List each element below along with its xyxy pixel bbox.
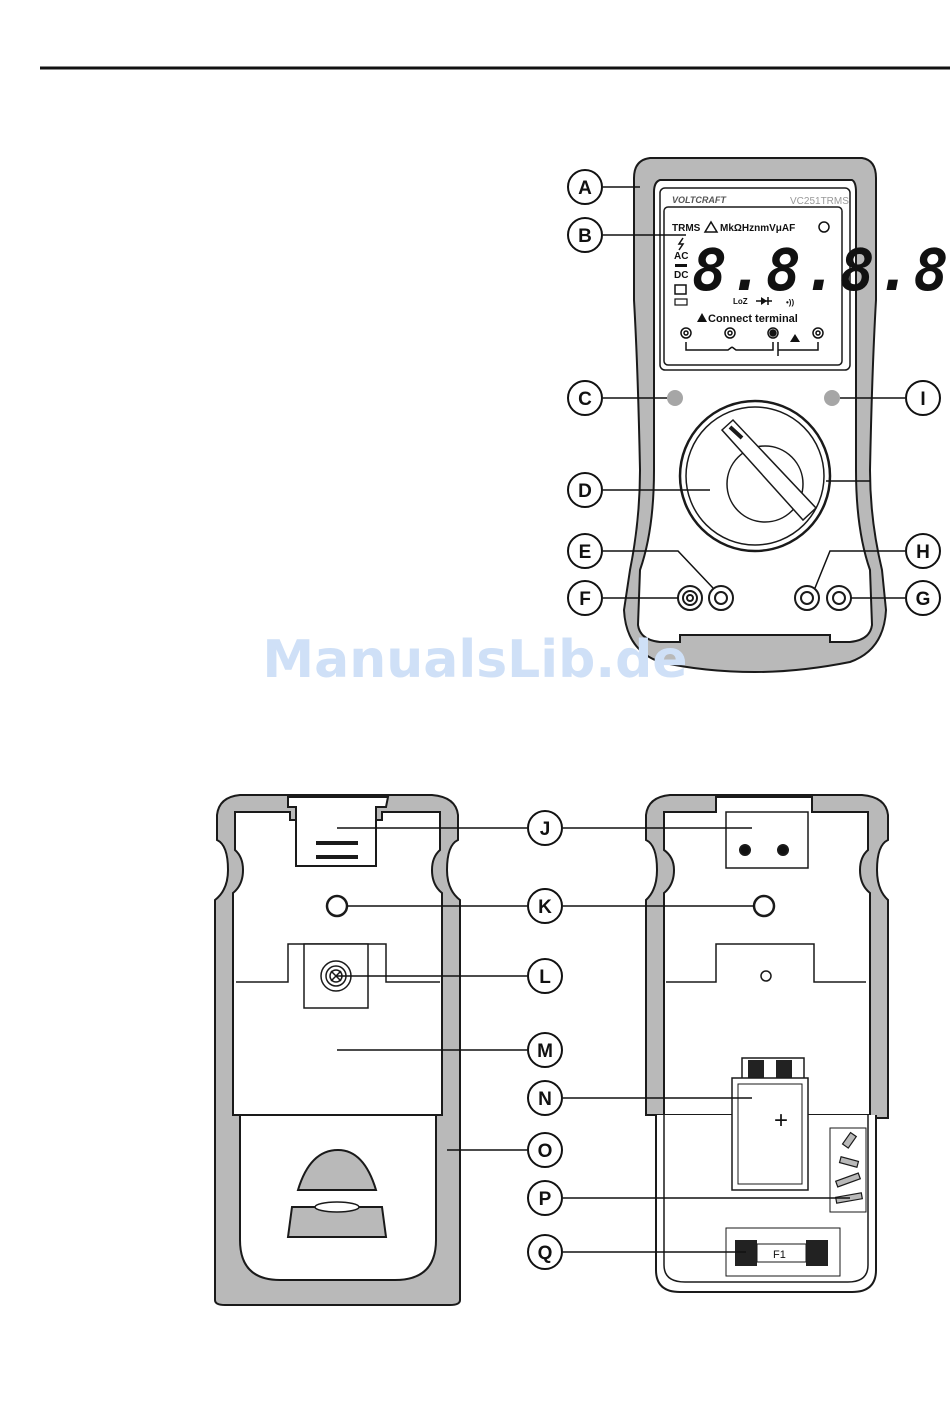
callout-A: A (568, 170, 602, 204)
brand-label: VOLTCRAFT (672, 195, 727, 205)
main-digits: 8.8.8.8 (692, 236, 950, 304)
connect-terminal-label: Connect terminal (708, 313, 798, 325)
battery-9v (732, 1078, 808, 1190)
model-label: VC251TRMS (790, 196, 849, 207)
callout-F: F (568, 581, 602, 615)
callout-G: G (906, 581, 940, 615)
svg-text:N: N (538, 1089, 552, 1110)
continuity-icon: •)) (786, 298, 794, 307)
callout-C: C (568, 381, 602, 415)
back-hole-right (754, 896, 774, 916)
fuse-label: F1 (773, 1249, 786, 1261)
callout-H: H (906, 534, 940, 568)
callout-M: M (528, 1033, 562, 1067)
dc-indicator: DC (674, 270, 688, 281)
svg-text:H: H (916, 542, 930, 563)
callout-N: N (528, 1081, 562, 1115)
battery-plus-sign: + (774, 1107, 788, 1134)
svg-text:I: I (920, 389, 925, 410)
clip-plate (726, 812, 808, 868)
svg-text:G: G (916, 589, 931, 610)
back-inner-bottom (240, 1115, 436, 1280)
callout-L: L (528, 959, 562, 993)
units-indicator: MkΩHznmVμAF (720, 223, 795, 234)
svg-text:Q: Q (538, 1243, 553, 1264)
svg-text:C: C (578, 389, 592, 410)
svg-text:D: D (578, 481, 592, 502)
back-hole-left (327, 896, 347, 916)
back-view-open: + (646, 795, 888, 1292)
svg-text:P: P (539, 1189, 552, 1210)
watermark: ManualsLib.de (262, 630, 687, 690)
dc-bar-icon (675, 264, 687, 267)
svg-text:M: M (537, 1041, 553, 1062)
led-left (667, 390, 683, 406)
ac-indicator: AC (674, 251, 688, 262)
svg-text:B: B (578, 226, 592, 247)
svg-text:K: K (538, 897, 552, 918)
callout-E: E (568, 534, 602, 568)
callout-J: J (528, 811, 562, 845)
trms-indicator: TRMS (672, 223, 701, 234)
led-right (824, 390, 840, 406)
callout-D: D (568, 473, 602, 507)
callout-Q: Q (528, 1235, 562, 1269)
svg-text:L: L (539, 967, 551, 988)
callout-P: P (528, 1181, 562, 1215)
svg-text:E: E (579, 542, 592, 563)
svg-text:F: F (579, 589, 591, 610)
svg-text:A: A (578, 178, 592, 199)
loz-indicator: LoZ (733, 297, 748, 306)
rotary-dial[interactable] (680, 401, 830, 551)
svg-text:O: O (538, 1141, 553, 1162)
callout-B: B (568, 218, 602, 252)
callout-K: K (528, 889, 562, 923)
svg-text:J: J (540, 819, 551, 840)
callout-I: I (906, 381, 940, 415)
callout-O: O (528, 1133, 562, 1167)
